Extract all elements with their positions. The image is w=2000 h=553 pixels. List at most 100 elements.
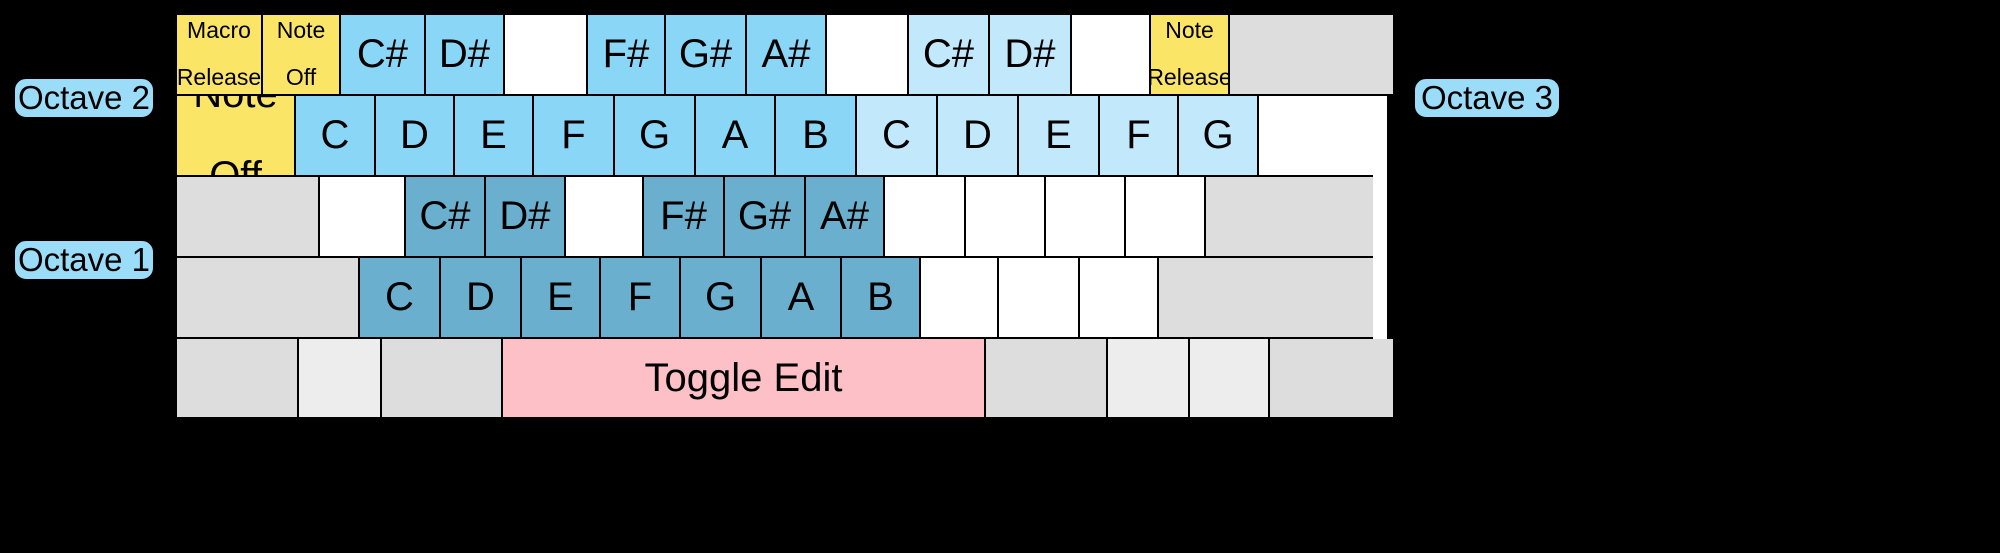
key-label-line: F	[1126, 113, 1151, 158]
key-blank-1-13	[1259, 96, 1373, 177]
key-toggle-edit-4-3[interactable]: Toggle Edit	[503, 339, 986, 417]
key-label-line: G	[638, 113, 671, 158]
key-f-sharp-2-5[interactable]: F#	[644, 177, 725, 258]
key-blank-0-4	[505, 15, 588, 96]
key-blank-4-2	[382, 339, 503, 417]
key-c-sharp-0-2[interactable]: C#	[341, 15, 426, 96]
key-blank-4-6	[1190, 339, 1270, 417]
key-blank-2-11	[1126, 177, 1206, 258]
key-blank-2-10	[1046, 177, 1126, 258]
key-label-line: D	[400, 113, 429, 158]
key-label-line: G	[1202, 113, 1234, 158]
key-label-line: D	[963, 113, 992, 158]
key-e-1-3[interactable]: E	[455, 96, 534, 177]
key-label-line: Macro	[187, 17, 251, 44]
key-label-line: C	[882, 113, 911, 158]
key-label-line: B	[802, 113, 829, 158]
key-label-line: E	[480, 113, 507, 158]
key-a-sharp-2-7[interactable]: A#	[806, 177, 885, 258]
key-b-1-7[interactable]: B	[776, 96, 857, 177]
key-c-1-8[interactable]: C	[857, 96, 938, 177]
key-g-1-5[interactable]: G	[615, 96, 696, 177]
key-c-1-1[interactable]: C	[296, 96, 376, 177]
key-blank-2-4	[566, 177, 644, 258]
key-label-line: Toggle Edit	[644, 355, 843, 400]
key-a-1-6[interactable]: A	[696, 96, 776, 177]
key-d-sharp-0-10[interactable]: D#	[990, 15, 1072, 96]
key-label-line: Release	[1151, 64, 1230, 91]
key-a-3-6[interactable]: A	[762, 258, 842, 339]
key-blank-4-7	[1270, 339, 1393, 417]
key-f-1-11[interactable]: F	[1100, 96, 1179, 177]
key-label-line: F#	[602, 32, 650, 77]
key-label-line: E	[1045, 113, 1072, 158]
key-g-sharp-0-6[interactable]: G#	[666, 15, 747, 96]
key-blank-3-9	[999, 258, 1080, 339]
key-label-line: Note	[1165, 17, 1214, 44]
key-blank-3-8	[921, 258, 999, 339]
key-label-line: A#	[761, 32, 811, 77]
key-label-line: D#	[499, 194, 551, 239]
key-blank-3-10	[1080, 258, 1159, 339]
key-label-line: C	[385, 275, 414, 320]
key-label-line: D#	[1004, 32, 1056, 77]
key-label-line: E	[547, 275, 574, 320]
key-d-3-2[interactable]: D	[441, 258, 522, 339]
key-d-1-2[interactable]: D	[376, 96, 455, 177]
key-f-1-4[interactable]: F	[534, 96, 615, 177]
key-label-line: Off	[209, 153, 262, 177]
key-e-1-10[interactable]: E	[1019, 96, 1100, 177]
key-label-line: G	[704, 275, 737, 320]
key-label-line: C#	[419, 194, 471, 239]
key-g-sharp-2-6[interactable]: G#	[725, 177, 806, 258]
key-blank-2-0	[177, 177, 320, 258]
key-g-1-12[interactable]: G	[1179, 96, 1259, 177]
key-blank-3-11	[1159, 258, 1373, 339]
key-d-1-9[interactable]: D	[938, 96, 1019, 177]
key-blank-4-1	[299, 339, 382, 417]
key-c-sharp-2-2[interactable]: C#	[406, 177, 486, 258]
key-f-3-4[interactable]: F	[601, 258, 681, 339]
key-label-line: Release	[177, 64, 262, 91]
key-blank-0-8	[827, 15, 909, 96]
key-label-line: Note	[193, 96, 278, 115]
key-label-line: Note	[276, 17, 326, 44]
octave-1-label: Octave 1	[12, 238, 156, 282]
key-label-line: A	[721, 113, 749, 158]
key-blank-0-13	[1230, 15, 1393, 96]
key-e-3-3[interactable]: E	[522, 258, 601, 339]
key-d-sharp-0-3[interactable]: D#	[426, 15, 505, 96]
octave-3-label: Octave 3	[1412, 76, 1562, 120]
key-label-line: F	[627, 275, 653, 320]
key-f-sharp-0-5[interactable]: F#	[588, 15, 666, 96]
key-label-line: D#	[438, 32, 491, 77]
key-label-line: C#	[356, 32, 409, 77]
key-a-sharp-0-7[interactable]: A#	[747, 15, 827, 96]
key-label-line: C	[320, 113, 350, 158]
key-label-line: G#	[678, 32, 733, 77]
key-blank-2-9	[966, 177, 1046, 258]
key-label-line: F	[561, 113, 586, 158]
key-label-line: A#	[820, 194, 869, 239]
row-asdf: C# D# F#G# A#	[177, 177, 1387, 258]
key-b-3-7[interactable]: B	[842, 258, 921, 339]
key-g-3-5[interactable]: G	[681, 258, 762, 339]
key-blank-3-0	[177, 258, 360, 339]
key-label-line: C#	[922, 32, 975, 77]
key-d-sharp-2-3[interactable]: D#	[486, 177, 566, 258]
key-c-sharp-0-9[interactable]: C#	[909, 15, 990, 96]
octave-2-label: Octave 2	[12, 76, 156, 120]
key-c-3-1[interactable]: C	[360, 258, 441, 339]
key-blank-0-11	[1072, 15, 1151, 96]
key-label-line: B	[867, 275, 894, 320]
key-blank-4-5	[1108, 339, 1190, 417]
